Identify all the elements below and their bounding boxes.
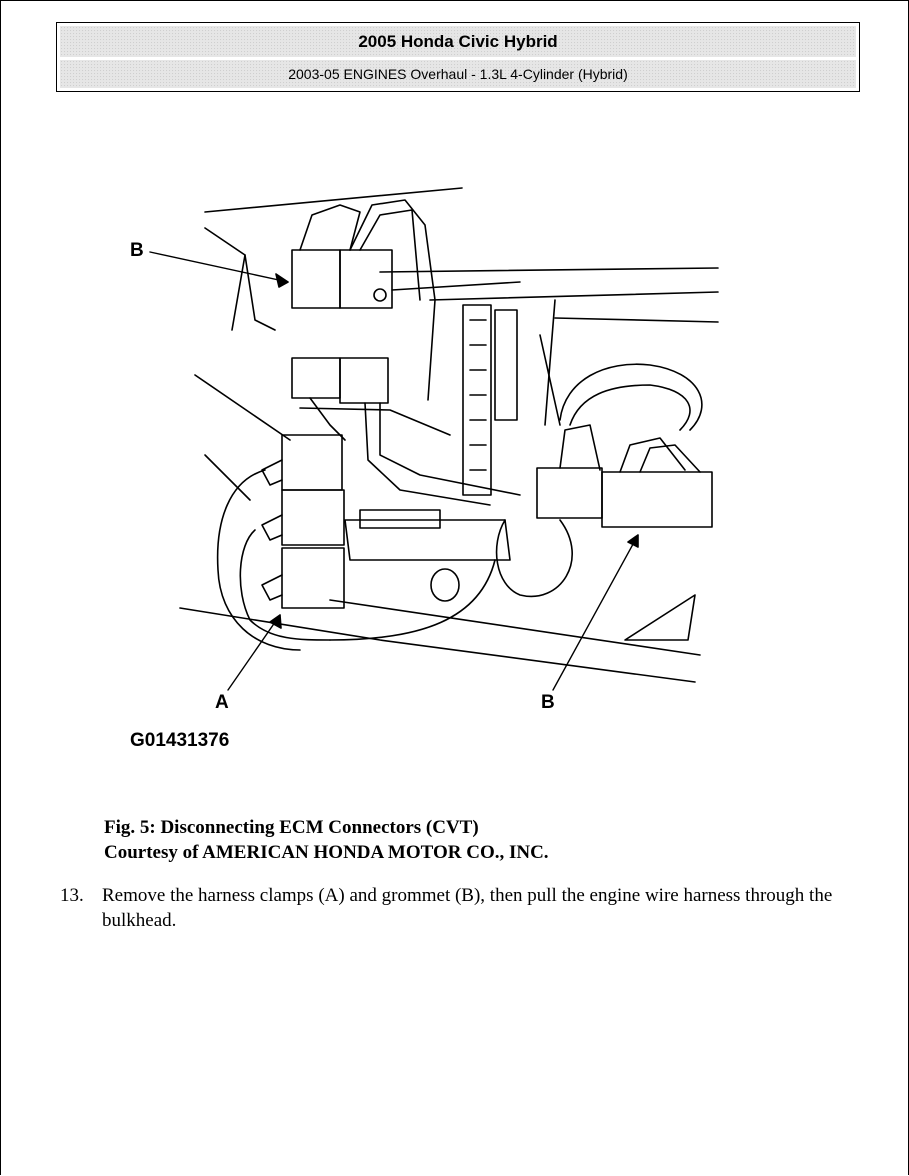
label-b-bottom: B — [541, 692, 555, 713]
caption-title: Fig. 5: Disconnecting ECM Connectors (CV… — [104, 817, 479, 838]
ecm-connectors-illustration — [149, 187, 719, 691]
label-b-top: B — [130, 240, 144, 261]
figure-caption: Fig. 5: Disconnecting ECM Connectors (CV… — [104, 815, 549, 865]
figure-code: G01431376 — [130, 730, 230, 751]
header-subtitle: 2003-05 ENGINES Overhaul - 1.3L 4-Cylind… — [60, 60, 856, 88]
document-header: 2005 Honda Civic Hybrid 2003-05 ENGINES … — [56, 22, 860, 92]
header-title: 2005 Honda Civic Hybrid — [60, 26, 856, 57]
label-a: A — [215, 692, 229, 713]
step-text: Remove the harness clamps (A) and gromme… — [102, 885, 833, 931]
caption-courtesy: Courtesy of AMERICAN HONDA MOTOR CO., IN… — [104, 842, 549, 863]
step-number: 13. — [60, 885, 84, 906]
